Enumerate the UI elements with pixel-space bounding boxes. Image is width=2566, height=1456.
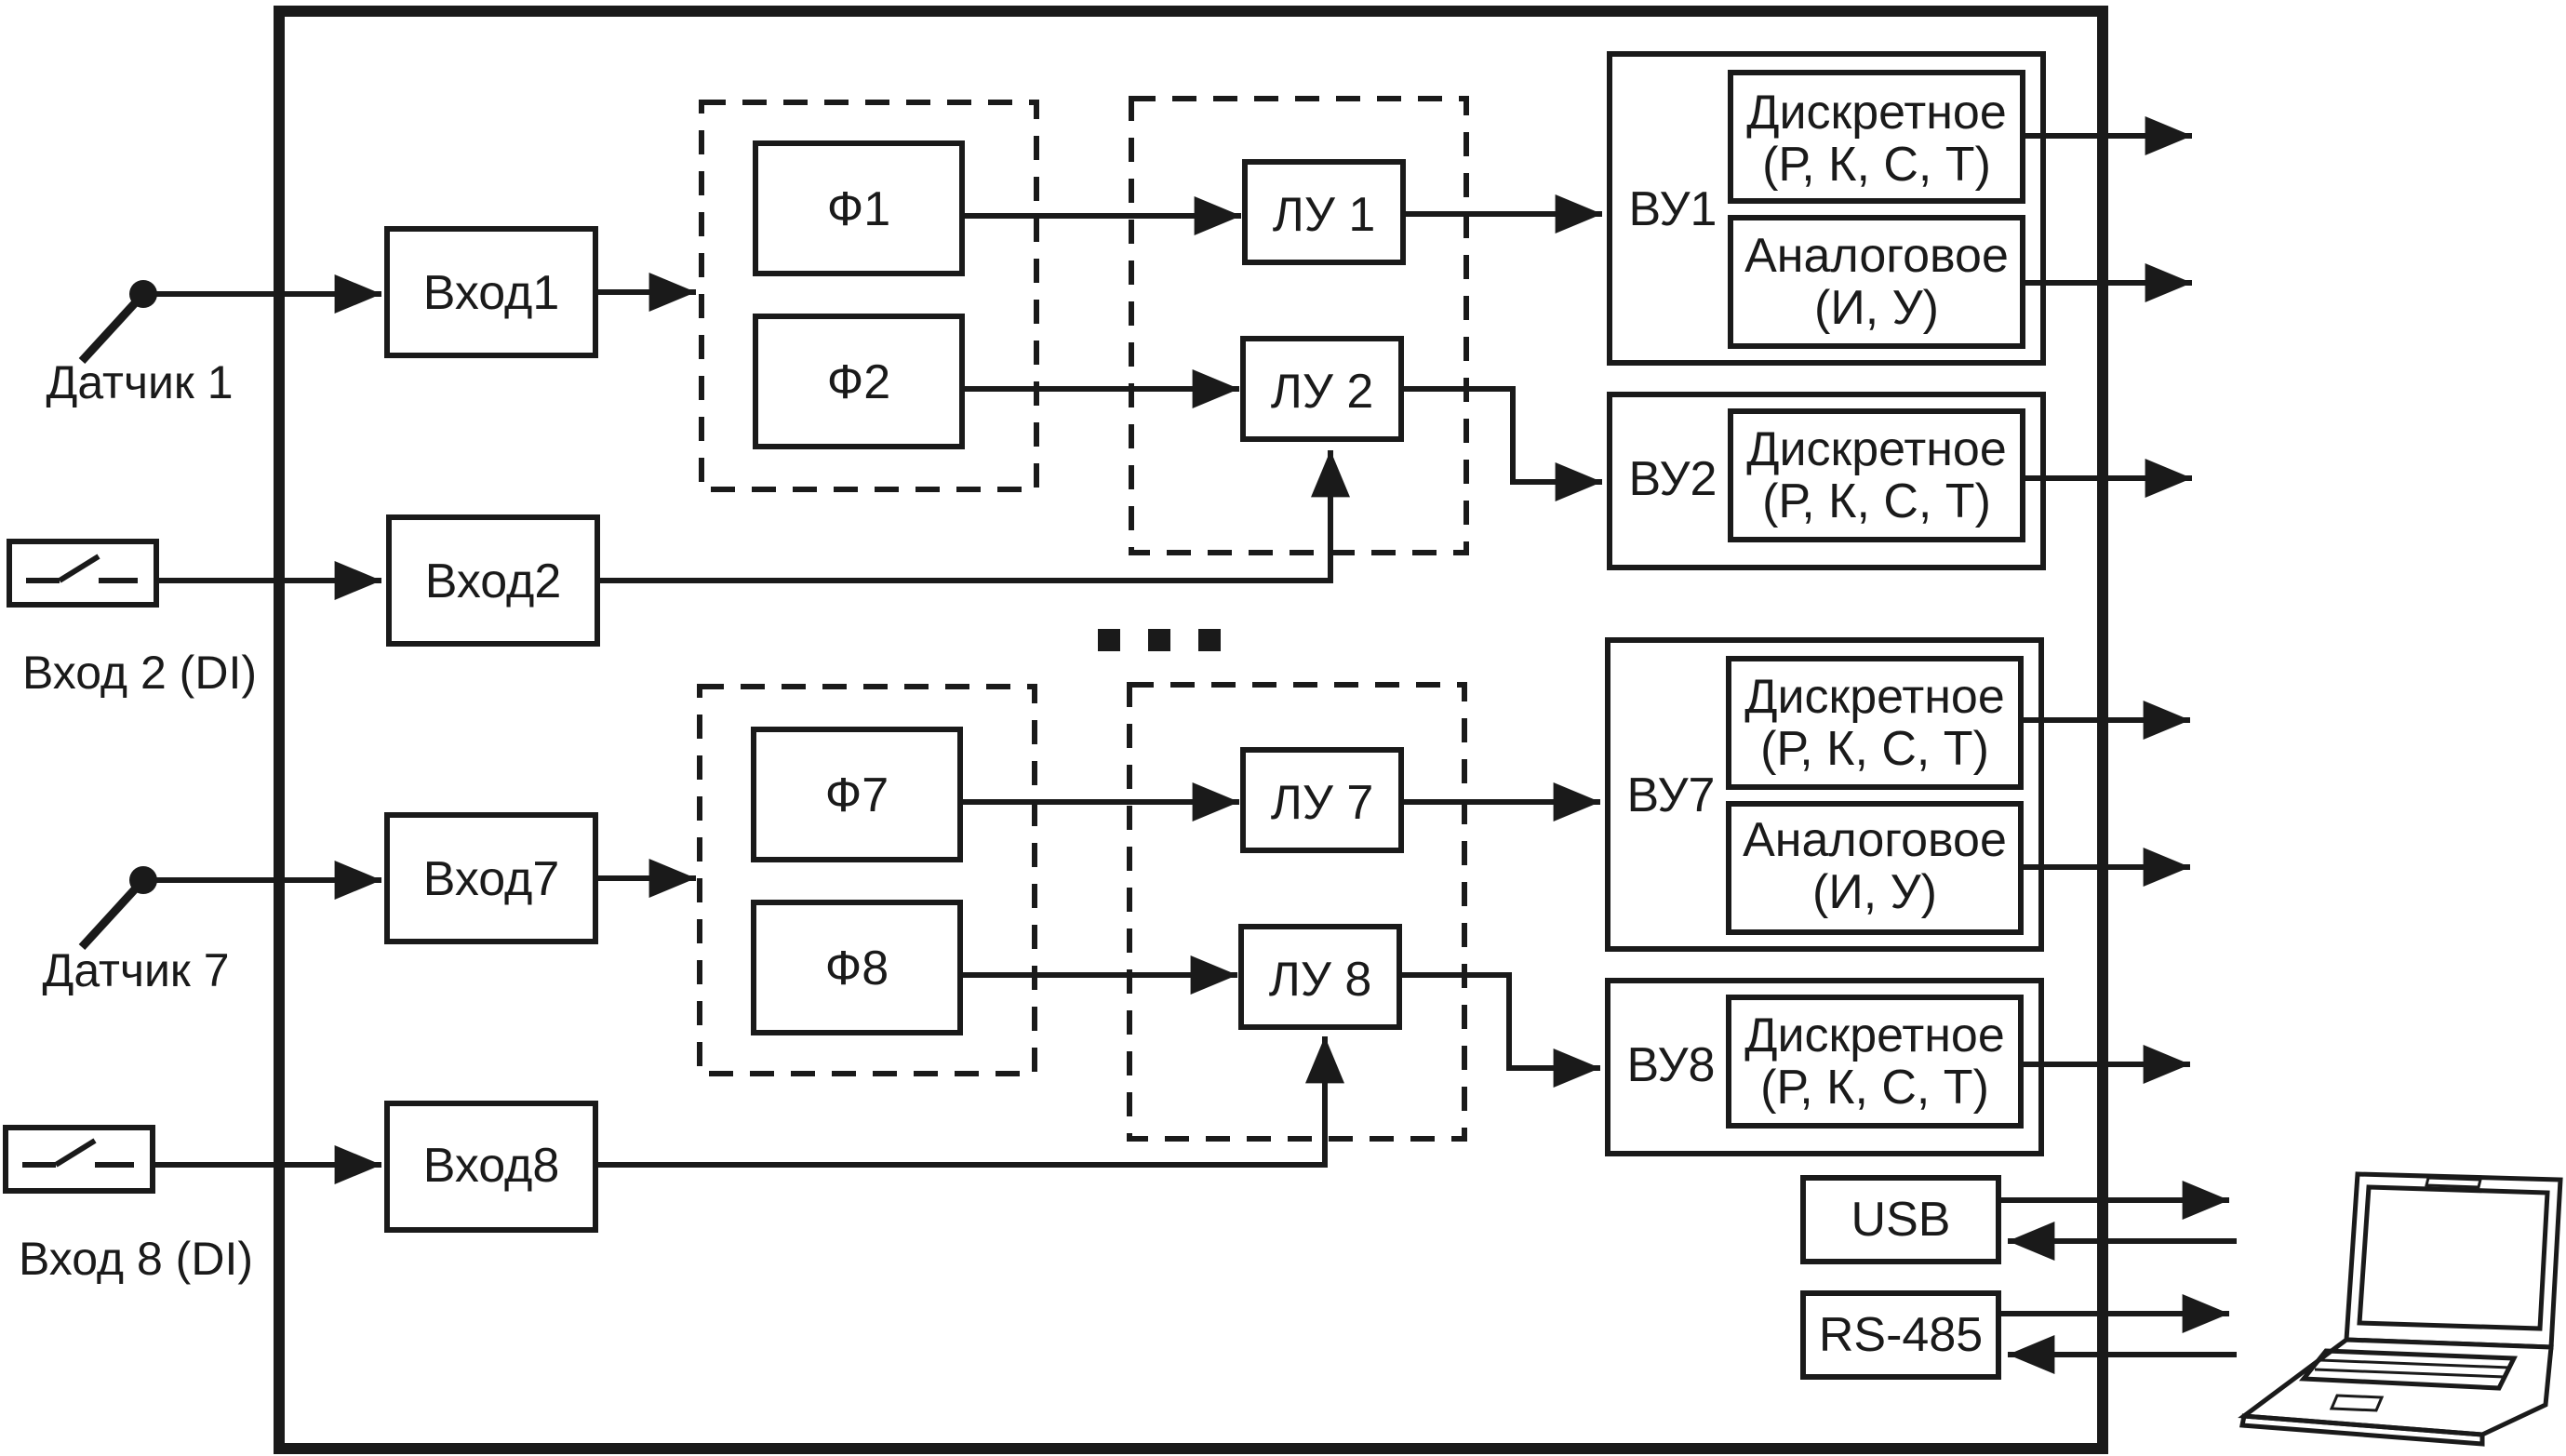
- filter-block-1: Ф1: [753, 140, 965, 276]
- output-8-discrete-title: Дискретное: [1744, 1009, 2005, 1062]
- output-unit-2: ВУ2 Дискретное (Р, К, С, Т): [1607, 392, 2046, 570]
- input-block-1: Вход1: [384, 226, 598, 358]
- svg-text:Вход7: Вход7: [423, 852, 560, 906]
- output-7-analog-title: Аналоговое: [1743, 813, 2007, 867]
- filter-block-8: Ф8: [751, 900, 963, 1035]
- discrete-input-2: Вход 2 (DI): [7, 539, 381, 699]
- svg-text:Ф8: Ф8: [825, 942, 889, 995]
- svg-text:ВУ7: ВУ7: [1627, 768, 1716, 822]
- logic-group-bottom: [1127, 682, 1467, 1142]
- svg-text:ВУ2: ВУ2: [1629, 452, 1717, 506]
- svg-text:Ф7: Ф7: [825, 768, 889, 822]
- svg-text:ЛУ 2: ЛУ 2: [1271, 365, 1374, 419]
- input-block-2: Вход2: [386, 514, 600, 647]
- output-1-analog-title: Аналоговое: [1744, 229, 2009, 283]
- output-unit-1: ВУ1 Дискретное (Р, К, С, Т) Аналоговое (…: [1607, 51, 2046, 366]
- svg-text:RS-485: RS-485: [1819, 1308, 1983, 1362]
- filter-block-7: Ф7: [751, 727, 963, 862]
- ellipsis-icon: [1098, 629, 1221, 651]
- laptop-icon: [2238, 1171, 2563, 1447]
- sensor-1-label: Датчик 1: [46, 356, 233, 408]
- rs485-interface: RS-485: [1800, 1290, 2001, 1380]
- svg-text:ЛУ 1: ЛУ 1: [1273, 188, 1376, 242]
- output-1-discrete-codes: (Р, К, С, Т): [1762, 138, 1991, 192]
- svg-text:Вход2: Вход2: [425, 554, 562, 608]
- output-unit-7: ВУ7 Дискретное (Р, К, С, Т) Аналоговое (…: [1605, 637, 2044, 952]
- svg-text:ЛУ 8: ЛУ 8: [1269, 953, 1372, 1007]
- output-7-discrete-title: Дискретное: [1744, 670, 2005, 724]
- output-unit-8: ВУ8 Дискретное (Р, К, С, Т): [1605, 978, 2044, 1156]
- discrete-input-2-label: Вход 2 (DI): [22, 647, 257, 699]
- switch-8-icon: [3, 1125, 155, 1194]
- output-2-discrete-codes: (Р, К, С, Т): [1762, 474, 1991, 528]
- output-7-discrete-codes: (Р, К, С, Т): [1760, 722, 1989, 776]
- svg-text:ВУ1: ВУ1: [1629, 182, 1717, 236]
- logic-unit-8: ЛУ 8: [1238, 924, 1402, 1030]
- svg-text:USB: USB: [1851, 1193, 1951, 1247]
- sensor-7-label: Датчик 7: [42, 944, 229, 996]
- output-2-discrete-title: Дискретное: [1746, 422, 2007, 476]
- usb-interface: USB: [1800, 1175, 2001, 1264]
- output-8-discrete-codes: (Р, К, С, Т): [1760, 1061, 1989, 1115]
- input-block-7: Вход7: [384, 812, 598, 944]
- output-7-analog-codes: (И, У): [1812, 865, 1937, 919]
- logic-unit-7: ЛУ 7: [1240, 747, 1404, 853]
- discrete-input-8-label: Вход 8 (DI): [19, 1233, 253, 1285]
- svg-text:Ф1: Ф1: [827, 182, 890, 236]
- input-block-8: Вход8: [384, 1101, 598, 1233]
- filter-group-top: [699, 100, 1039, 492]
- sensor-1: Датчик 1: [46, 274, 381, 408]
- logic-group-top: [1129, 96, 1469, 555]
- output-1-analog-codes: (И, У): [1814, 281, 1939, 335]
- logic-unit-1: ЛУ 1: [1242, 159, 1406, 265]
- svg-text:Вход1: Вход1: [423, 266, 560, 320]
- svg-text:Вход8: Вход8: [423, 1139, 560, 1193]
- switch-2-icon: [7, 539, 159, 608]
- output-1-discrete-title: Дискретное: [1746, 86, 2007, 140]
- filter-block-2: Ф2: [753, 314, 965, 449]
- discrete-input-8: Вход 8 (DI): [3, 1125, 381, 1285]
- svg-text:Ф2: Ф2: [827, 355, 890, 409]
- logic-unit-2: ЛУ 2: [1240, 336, 1404, 442]
- svg-text:ВУ8: ВУ8: [1627, 1038, 1716, 1092]
- svg-text:ЛУ 7: ЛУ 7: [1271, 776, 1374, 830]
- filter-group-bottom: [697, 684, 1037, 1076]
- device-frame: [274, 6, 2108, 1454]
- sensor-7: Датчик 7: [42, 861, 381, 996]
